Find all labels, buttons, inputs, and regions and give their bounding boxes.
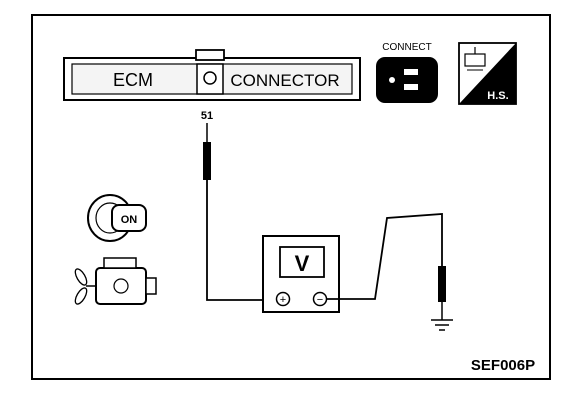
positive-probe-wire bbox=[203, 123, 281, 301]
negative-terminal-symbol: − bbox=[317, 294, 323, 306]
hs-label: H.S. bbox=[487, 90, 508, 102]
connect-label: CONNECT bbox=[382, 42, 431, 53]
figure-code: SEF006P bbox=[471, 357, 535, 374]
voltmeter-symbol: V bbox=[295, 251, 310, 276]
ecm-connector: ECM CONNECTOR bbox=[63, 49, 361, 101]
engine-fan-icon bbox=[74, 268, 96, 305]
connector-left-label: ECM bbox=[113, 70, 153, 90]
engine-icon bbox=[74, 257, 157, 305]
hot-shutdown-badge: H.S. bbox=[458, 42, 517, 105]
ground-probe-wire bbox=[326, 213, 446, 320]
connector-right-label: CONNECTOR bbox=[230, 71, 339, 90]
engine-thermometer-icon bbox=[464, 47, 486, 71]
ignition-on-label: ON bbox=[121, 214, 138, 226]
positive-terminal-symbol: + bbox=[280, 294, 286, 306]
diagram-frame bbox=[31, 14, 551, 380]
pin-number-label: 51 bbox=[201, 110, 213, 122]
ground-icon bbox=[431, 319, 453, 331]
connector-terminal-circle bbox=[203, 71, 217, 85]
connector-terminal-cell bbox=[196, 63, 224, 95]
ignition-key-icon: ON bbox=[87, 194, 147, 242]
positive-terminal bbox=[275, 291, 291, 307]
voltmeter: V + − bbox=[262, 235, 340, 313]
connector-plug-icon bbox=[376, 57, 438, 103]
connector-latch bbox=[195, 49, 225, 61]
voltmeter-display bbox=[279, 246, 325, 278]
